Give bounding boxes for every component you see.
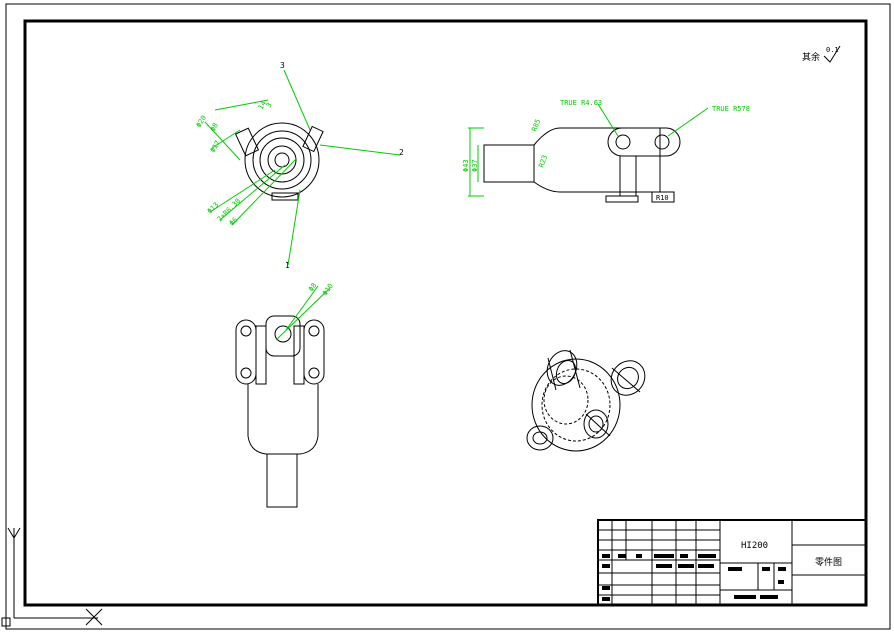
- title-block: [597, 519, 867, 606]
- balloon-3: 3: [280, 61, 285, 70]
- drawing-code: HI200: [741, 541, 768, 551]
- balloon-1: 1: [285, 261, 290, 270]
- dim-phi17: Φ17: [209, 139, 222, 154]
- roughness-note: 其余: [802, 51, 820, 63]
- front-view: [483, 127, 681, 203]
- dim-phi37: Φ37: [471, 159, 479, 172]
- title-block-fills: [602, 554, 786, 601]
- roughness-value: 0.1: [826, 46, 839, 54]
- dim-phi8: Φ8: [209, 122, 220, 133]
- ucs-icon: [1, 527, 103, 627]
- inner-border: [23, 19, 868, 607]
- dim-r10: R10: [656, 194, 669, 202]
- dim-phi20: Φ20: [195, 114, 208, 129]
- side-view-dims: [275, 285, 331, 341]
- balloon-2: 2: [399, 148, 404, 157]
- drawing-name: 零件图: [815, 556, 842, 568]
- dim-side-phi10: Φ10: [321, 282, 335, 297]
- outer-border: [5, 3, 891, 630]
- dim-phi43: Φ43: [462, 159, 470, 172]
- isometric-view: [526, 349, 646, 452]
- front-view-dims: [468, 103, 709, 197]
- true-r578: TRUE R578: [712, 105, 750, 113]
- dim-14: 14: [257, 100, 268, 111]
- dim-3: 3: [265, 101, 274, 109]
- top-view: [234, 122, 324, 201]
- true-r463: TRUE R4.63: [560, 99, 602, 107]
- roughness-symbol: [823, 45, 841, 63]
- dim-side-phi8: Φ8: [307, 282, 318, 294]
- dim-phi6: Φ6: [228, 216, 240, 228]
- top-view-dims: [204, 99, 296, 226]
- side-view: [235, 315, 325, 508]
- dim-r85: R85: [530, 118, 542, 133]
- leader-lines: [283, 69, 401, 266]
- dim-phi13: Φ13: [206, 201, 221, 216]
- dim-r23: R23: [537, 154, 549, 169]
